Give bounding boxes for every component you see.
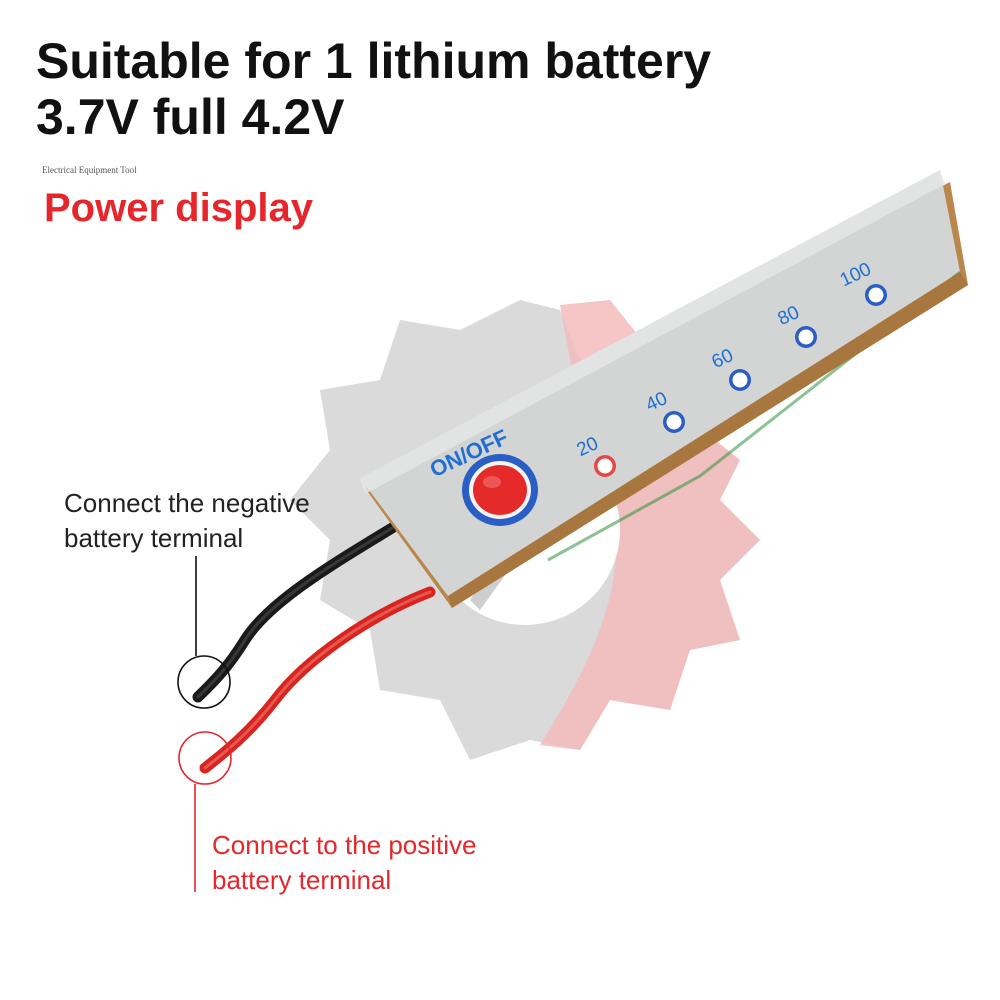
negative-callout-line-1: Connect the negative [64,488,310,518]
headline-line-1: Suitable for 1 lithium battery [36,33,712,89]
negative-callout: Connect the negative battery terminal [64,486,310,556]
positive-callout-line-1: Connect to the positive [212,830,477,860]
positive-terminal-marker [178,731,232,892]
led-40 [663,411,685,433]
negative-callout-line-2: battery terminal [64,523,244,553]
subtitle: Power display [44,186,313,230]
headline-line-2: 3.7V full 4.2V [36,89,345,145]
led-80 [795,326,817,348]
led-60 [729,369,751,391]
led-100 [865,284,887,306]
led-20 [594,455,616,477]
positive-callout: Connect to the positive battery terminal [212,828,477,898]
negative-terminal-marker [177,556,231,709]
positive-callout-line-2: battery terminal [212,865,392,895]
on-off-button[interactable] [462,454,538,526]
brand-name: Electrical Equipment Tool [42,165,137,175]
